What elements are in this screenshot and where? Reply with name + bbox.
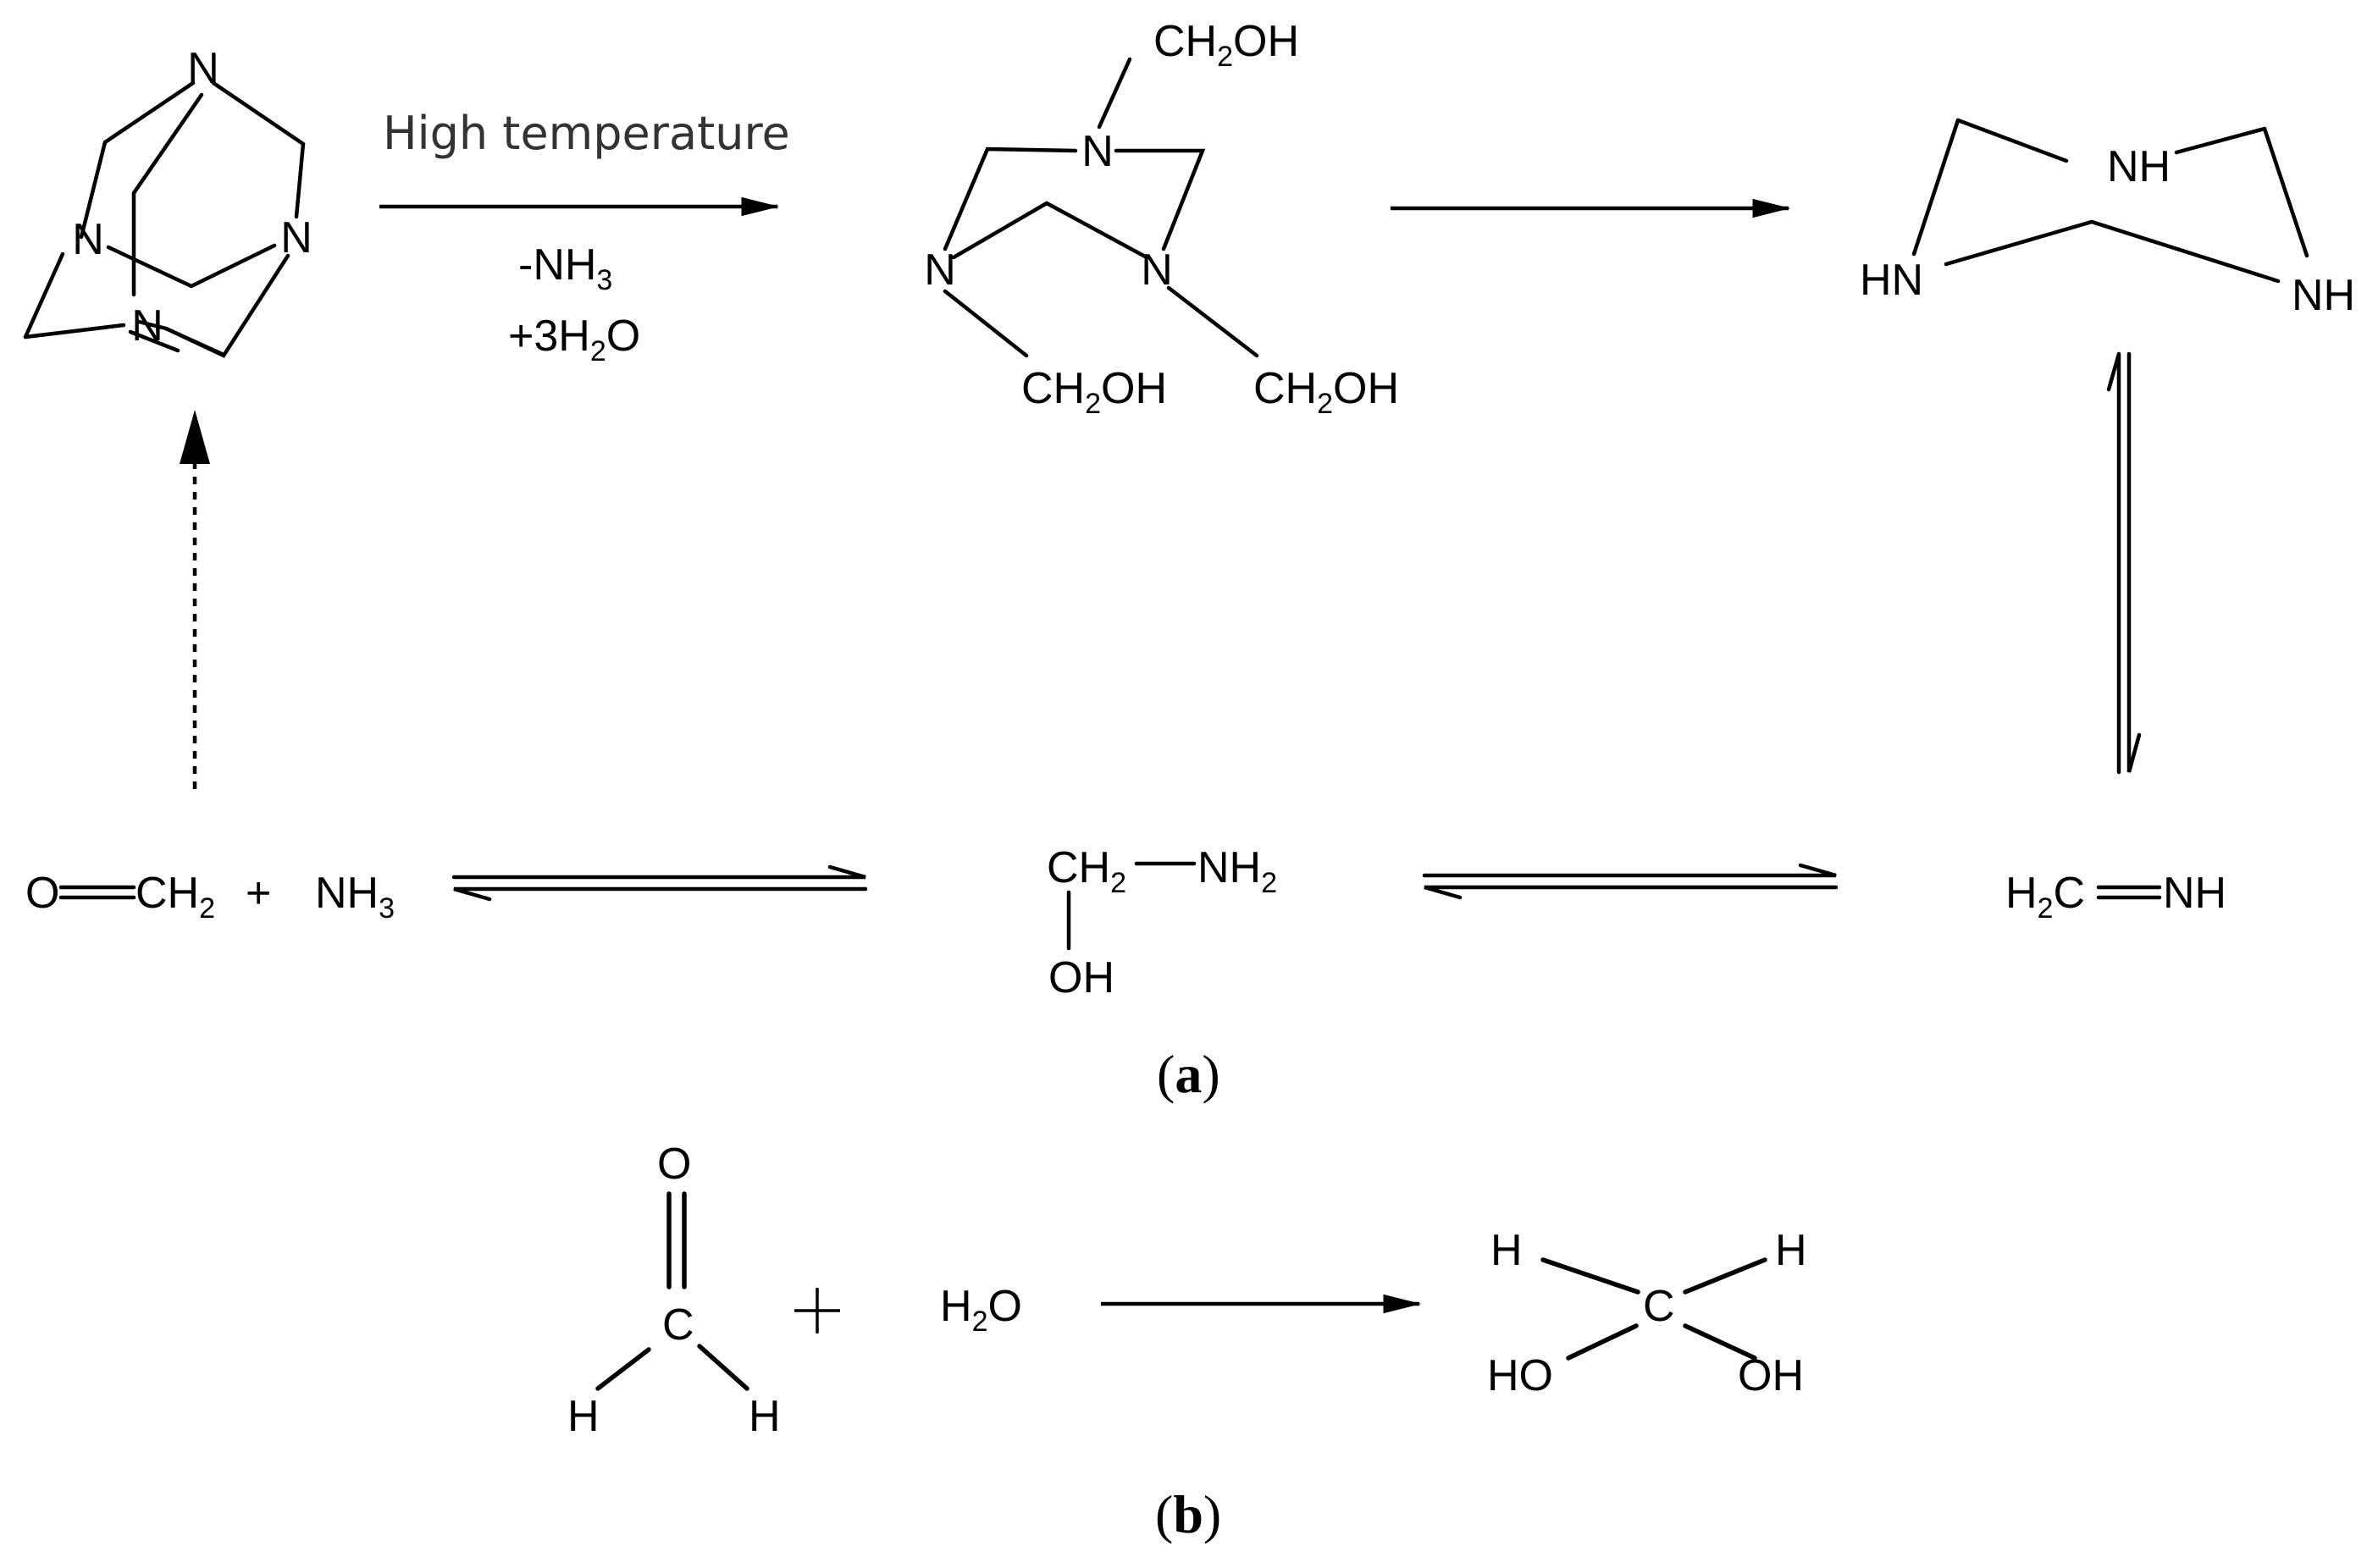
plus-sign-b: [794, 1288, 840, 1333]
triol-structure: [943, 57, 1259, 358]
methanediol-h-left: H: [1490, 1226, 1523, 1275]
ammonia: NH3: [315, 869, 395, 925]
plus-sign-a: +: [246, 869, 271, 918]
equilibrium-2-reverse: [1424, 885, 1839, 900]
condition-high-temperature: High temperature: [383, 107, 790, 160]
triol-n-right: N: [1141, 246, 1173, 295]
triol-ch2oh-top: CH2OH: [1153, 17, 1299, 73]
triazinane-nh-right: NH: [2292, 271, 2355, 320]
formaldehyde-double-bond: [58, 885, 136, 900]
formaldehyde-b-ch-left: [595, 1347, 651, 1391]
panel-label-b: (b): [1155, 1484, 1221, 1544]
condition-plus-water: +3H2O: [508, 312, 640, 367]
methanimine-double-bond: [2096, 885, 2162, 900]
methanediol-ho: HO: [1487, 1351, 1553, 1400]
formaldehyde-b-o: O: [657, 1140, 691, 1189]
equilibrium-1-forward: [451, 864, 866, 880]
formaldehyde-b-double-bond: [666, 1191, 687, 1289]
formaldehyde-b-ch-right: [697, 1344, 749, 1391]
triol-ch2oh-left: CH2OH: [1021, 364, 1167, 420]
methanediol-h-right: H: [1775, 1226, 1807, 1275]
methanediol-co-right: [1683, 1323, 1757, 1361]
equilibrium-arrow-up: [2106, 351, 2121, 775]
aminomethanol-ch2: CH2: [1047, 843, 1126, 899]
formaldehyde-b-h-left: H: [567, 1392, 600, 1441]
triol-ch2oh-right: CH2OH: [1253, 364, 1399, 420]
formaldehyde-o: O: [25, 869, 59, 918]
formaldehyde-ch2: CH2: [135, 869, 215, 925]
formaldehyde-b-h-right: H: [749, 1392, 781, 1441]
hexamine-n-left: N: [72, 215, 104, 264]
aminomethanol-oh: OH: [1048, 953, 1114, 1002]
hexamine-structure: [23, 80, 306, 358]
methanediol-c: C: [1643, 1282, 1675, 1331]
methanediol-co-left: [1566, 1323, 1639, 1361]
equilibrium-2-forward: [1422, 863, 1837, 878]
methanimine-h2c: H2C: [2005, 869, 2085, 925]
panel-label-a: (a): [1157, 1044, 1220, 1104]
hexamine-n-top: N: [187, 44, 219, 93]
water: H2O: [940, 1282, 1022, 1338]
methanediol-oh: OH: [1738, 1351, 1804, 1400]
methanediol-ch-right: [1683, 1257, 1767, 1295]
triol-n-left: N: [924, 246, 956, 295]
formaldehyde-b-c: C: [662, 1300, 694, 1350]
methanimine-nh: NH: [2163, 869, 2226, 918]
equilibrium-1-reverse: [453, 886, 868, 902]
condition-minus-ammonia: -NH3: [518, 240, 612, 296]
equilibrium-arrow-down: [2126, 351, 2142, 773]
hexamine-n-bottom: N: [131, 301, 163, 351]
triazinane-hn-left: HN: [1860, 256, 1923, 305]
aminomethanol-nh2: NH2: [1197, 843, 1277, 899]
hexamine-n-right: N: [280, 213, 312, 262]
dotted-arrow-head: [180, 410, 210, 464]
triazinane-structure: [1911, 118, 2309, 284]
triol-n-top: N: [1081, 127, 1114, 176]
triazinane-nh-top: NH: [2107, 142, 2171, 191]
methanediol-ch-left: [1540, 1257, 1640, 1295]
